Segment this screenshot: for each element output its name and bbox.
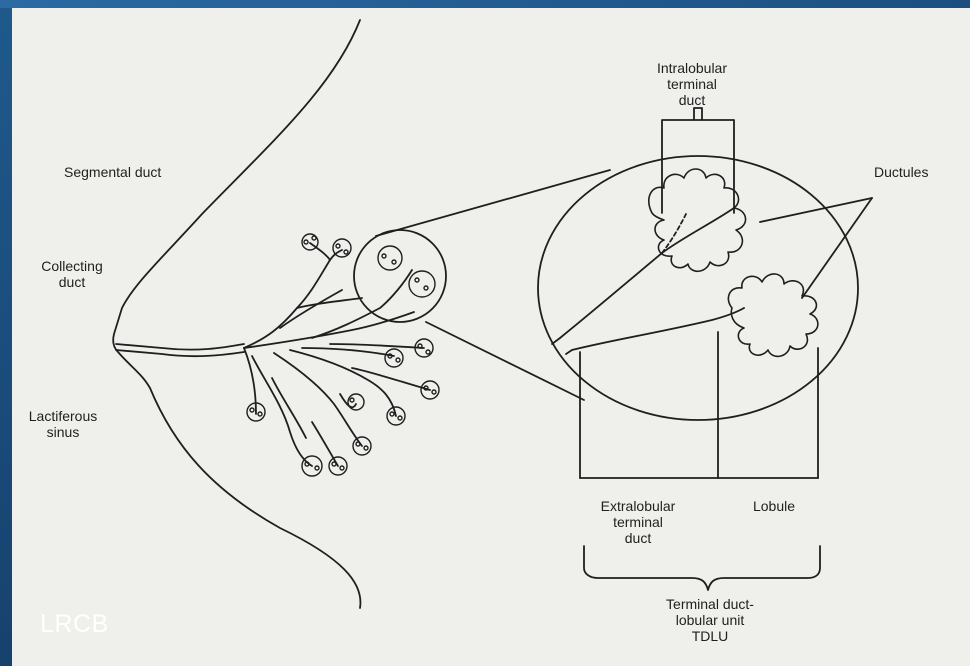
label-tdlu-line3: TDLU [630,628,790,644]
extralobular-duct-upper [560,208,734,338]
tdlu-brace [584,546,820,590]
lrcb-watermark: LRCB [40,610,109,639]
label-extralobular-line3: duct [578,530,698,546]
anatomy-line-drawing [12,8,970,666]
upper-lobule [649,169,746,271]
label-extralobular-line2: terminal [578,514,698,530]
label-lactiferous-sinus: Lactiferous sinus [18,408,108,440]
intralobular-bracket [662,108,734,213]
lactiferous-sinus-duct-lower [116,350,244,356]
slide-top-bar [0,0,970,8]
magnification-line-lower [426,322,584,400]
label-ductules: Ductules [874,164,928,180]
label-intralobular-line3: duct [632,92,752,108]
lower-lobule [728,274,818,356]
small-tdlu [378,246,435,297]
label-tdlu-line2: lobular unit [630,612,790,628]
breast-anatomy-figure: Segmental duct Collecting duct Lactifero… [12,8,970,666]
ductules-pointer-2 [802,198,872,298]
label-lobule: Lobule [734,498,814,514]
label-tdlu: Terminal duct- lobular unit TDLU [630,596,790,644]
label-collecting-duct: Collecting duct [30,258,114,290]
label-intralobular-line1: Intralobular [632,60,752,76]
label-extralobular-line1: Extralobular [578,498,698,514]
label-tdlu-line1: Terminal duct- [630,596,790,612]
label-extralobular-terminal-duct: Extralobular terminal duct [578,498,698,546]
label-segmental-duct: Segmental duct [64,164,161,180]
label-intralobular-line2: terminal [632,76,752,92]
intralobular-duct [662,214,686,253]
label-intralobular-terminal-duct: Intralobular terminal duct [632,60,752,108]
breast-outline [113,20,360,608]
label-collecting-duct-line1: Collecting [30,258,114,274]
label-collecting-duct-line2: duct [30,274,114,290]
label-lactiferous-sinus-line1: Lactiferous [18,408,108,424]
ductules-pointer-1 [760,198,872,222]
lactiferous-sinus-duct [116,344,244,350]
label-lactiferous-sinus-line2: sinus [18,424,108,440]
